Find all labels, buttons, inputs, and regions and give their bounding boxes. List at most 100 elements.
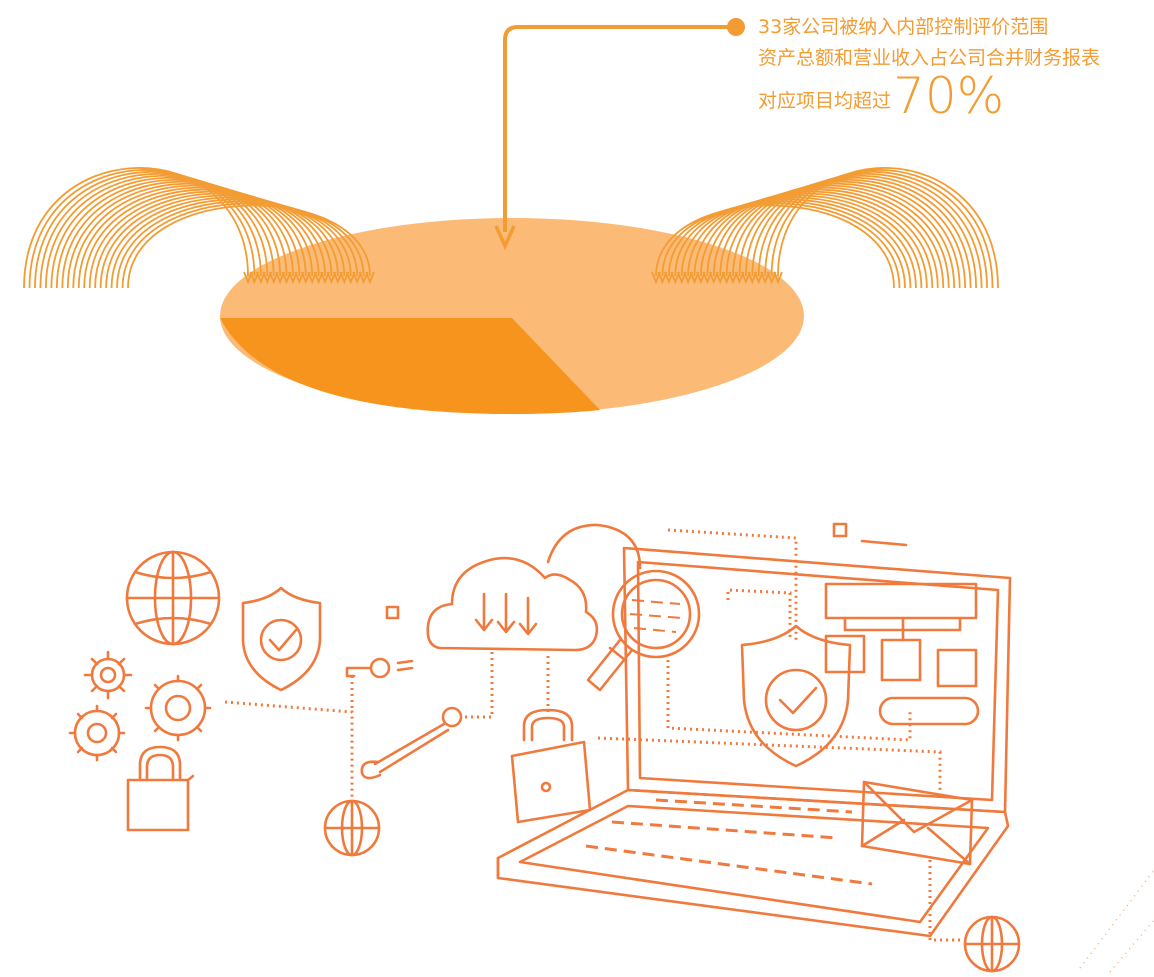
arc-arrowhead xyxy=(262,271,273,285)
arc-arrowhead xyxy=(708,271,719,285)
callout-line-1-text: 家公司被纳入内部控制评价范围 xyxy=(782,16,1049,38)
arc-arrowhead xyxy=(307,271,318,285)
ellipse-dark-portion xyxy=(220,318,600,414)
arc-arrowhead xyxy=(320,271,330,285)
arc-arrowhead xyxy=(333,271,343,285)
arc-arrowhead xyxy=(728,271,738,285)
arc-line xyxy=(28,169,256,289)
arc-line xyxy=(127,204,371,289)
shield-check-icon xyxy=(241,586,322,692)
envelope-icon xyxy=(860,780,974,866)
arc-line xyxy=(738,178,967,289)
arc-line xyxy=(744,176,972,289)
arc-line xyxy=(751,174,978,289)
padlock-icon xyxy=(510,708,592,824)
callout-text: 33家公司被纳入内部控制评价范围 资产总额和营业收入占公司合并财务报表 对应项目… xyxy=(758,12,1101,121)
arc-arrowhead xyxy=(747,271,758,285)
arc-line xyxy=(116,200,359,289)
arc-line xyxy=(777,167,999,289)
arc-arrowhead xyxy=(702,271,713,285)
arc-line xyxy=(99,194,339,289)
coverage-percentage: 70% xyxy=(893,67,1005,125)
arc-arrowhead xyxy=(734,271,745,285)
arc-line xyxy=(687,194,923,289)
arc-line xyxy=(719,184,950,289)
arc-arrowhead xyxy=(651,271,661,285)
arc-arrowhead xyxy=(256,271,266,285)
arc-line xyxy=(706,188,939,289)
arc-line xyxy=(77,186,314,289)
arc-arrowhead xyxy=(358,271,369,285)
arc-line xyxy=(712,186,945,289)
arc-arrowhead xyxy=(670,271,681,285)
arc-arrowhead xyxy=(365,271,375,285)
arc-arrowhead xyxy=(773,271,783,285)
arc-line xyxy=(764,171,988,289)
arc-line xyxy=(732,180,961,289)
arc-line xyxy=(55,178,288,289)
arc-arrowhead xyxy=(741,271,751,285)
arc-arrowhead xyxy=(294,271,305,285)
key-icon xyxy=(345,605,414,679)
dotted-connectors xyxy=(224,528,962,942)
arc-arrowhead xyxy=(281,271,292,285)
arc-arrowhead xyxy=(339,271,350,285)
arc-line xyxy=(50,176,282,289)
arc-arrowhead xyxy=(753,271,764,285)
arc-line xyxy=(757,173,983,289)
callout-line-3-text: 对应项目均超过 xyxy=(758,90,892,112)
arc-arrowhead xyxy=(313,271,324,285)
callout-dot xyxy=(727,18,745,36)
arc-line xyxy=(94,192,333,289)
small-window-icon xyxy=(832,522,908,547)
arc-arrowhead xyxy=(657,271,668,285)
arc-arrowhead xyxy=(288,271,298,285)
org-chart-icon xyxy=(824,582,980,726)
arc-line xyxy=(61,180,294,289)
arc-line xyxy=(83,188,320,289)
callout-line-2: 资产总额和营业收入占公司合并财务报表 xyxy=(758,47,1101,69)
arc-line xyxy=(725,182,956,289)
arc-line xyxy=(44,174,275,289)
arc-line xyxy=(39,173,269,289)
arc-line xyxy=(700,190,934,289)
decorative-dots xyxy=(1079,869,1154,969)
arc-line xyxy=(66,182,301,289)
decorative-dots xyxy=(1109,919,1154,973)
arc-arrowhead xyxy=(766,271,777,285)
arc-arrowhead xyxy=(326,271,337,285)
arc-arrowhead xyxy=(721,271,732,285)
arc-line xyxy=(110,198,352,289)
padlock-icon xyxy=(126,745,195,832)
arc-line xyxy=(105,196,346,289)
arc-line xyxy=(661,202,901,289)
magnifier-icon xyxy=(586,569,701,692)
gear-icon xyxy=(144,674,212,742)
arc-arrowhead xyxy=(715,271,726,285)
arc-arrowhead xyxy=(760,271,770,285)
arc-arrowhead xyxy=(683,271,693,285)
arc-line xyxy=(34,171,262,289)
callout-connector xyxy=(494,18,745,251)
arc-arrowhead xyxy=(243,271,253,285)
arc-arrowhead xyxy=(300,271,311,285)
arc-arrowhead xyxy=(664,271,674,285)
arc-line xyxy=(121,202,365,289)
arc-line xyxy=(693,192,928,289)
arc-arrowhead xyxy=(689,271,700,285)
cloud-download-icon xyxy=(426,523,642,652)
arc-arrowhead xyxy=(275,271,285,285)
gear-icon xyxy=(83,650,133,700)
arc-line xyxy=(23,167,249,289)
arc-arrowhead xyxy=(676,271,687,285)
globe-icon xyxy=(963,915,1021,973)
arc-arrowhead xyxy=(268,271,279,285)
arc-arrowhead xyxy=(345,271,356,285)
converging-arcs xyxy=(23,167,999,289)
arc-line xyxy=(770,169,994,289)
arc-arrowhead xyxy=(696,271,706,285)
shield-check-icon xyxy=(740,624,852,768)
coverage-ellipse xyxy=(220,218,804,414)
